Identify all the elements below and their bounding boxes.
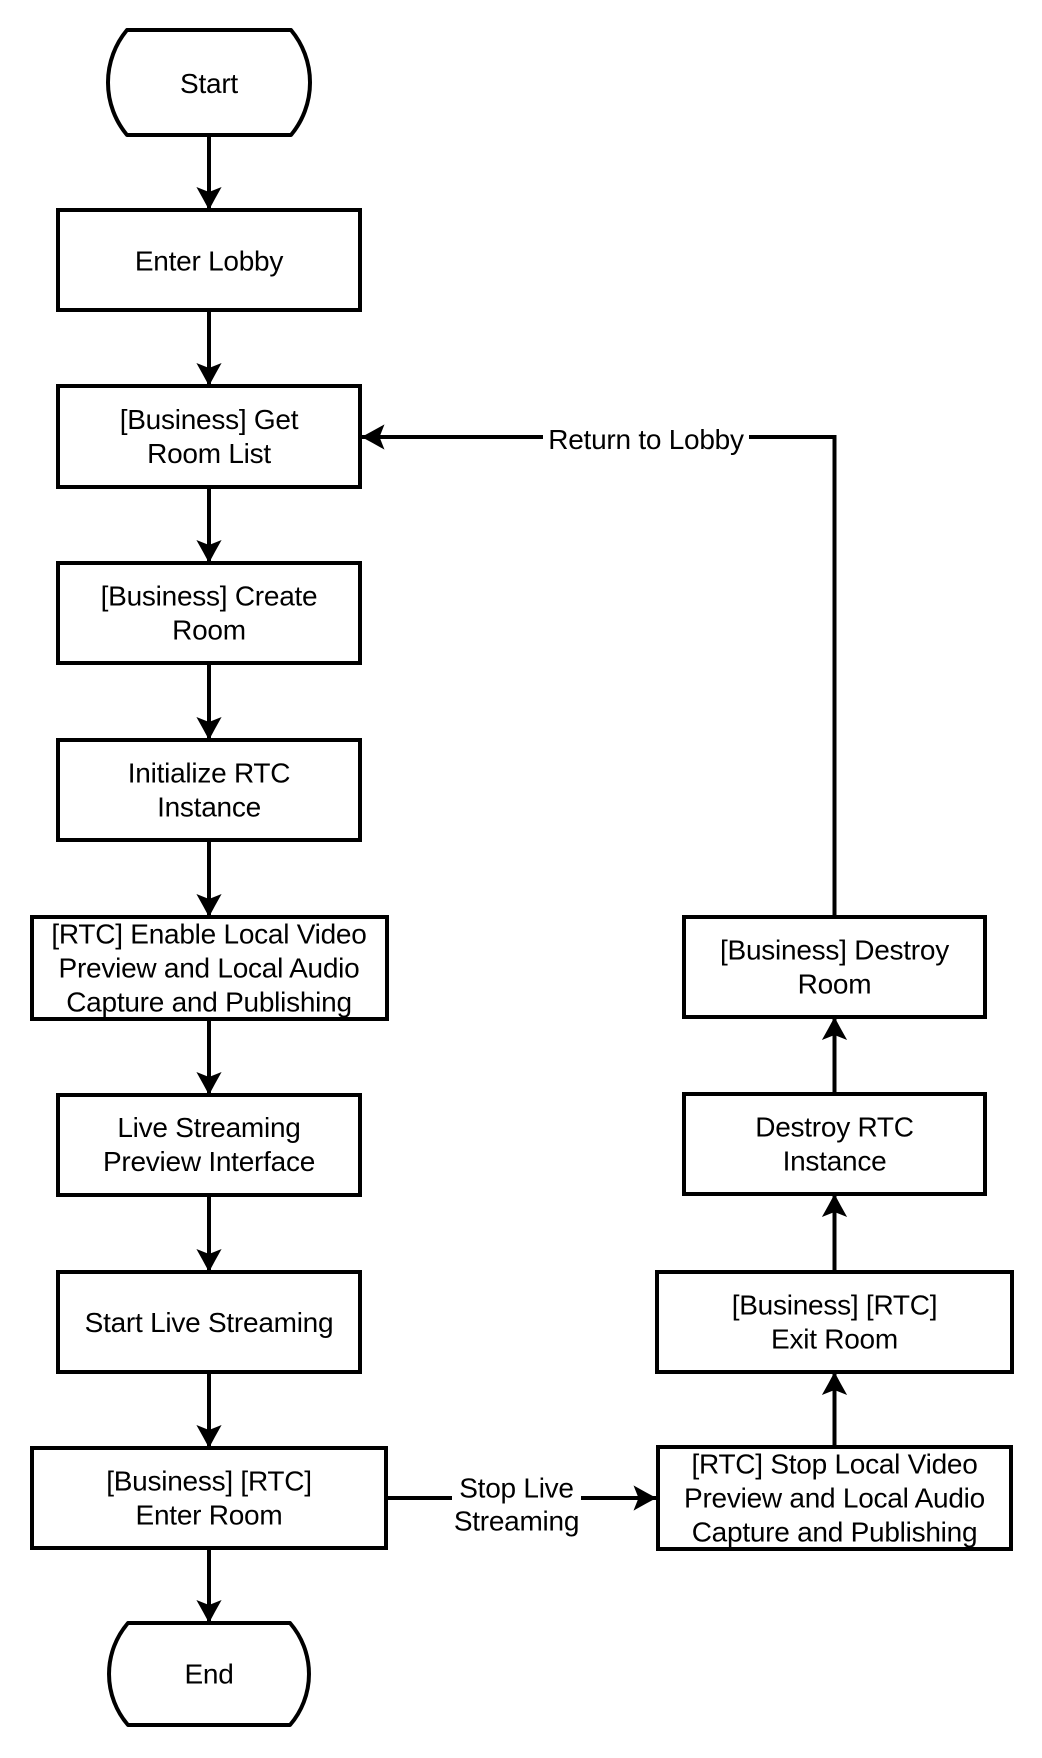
svg-text:Exit Room: Exit Room — [771, 1324, 898, 1355]
svg-text:Room List: Room List — [147, 438, 271, 469]
svg-text:[Business] Create: [Business] Create — [101, 581, 318, 612]
svg-text:Instance: Instance — [157, 792, 261, 823]
svg-text:[RTC] Enable Local Video: [RTC] Enable Local Video — [51, 919, 366, 950]
svg-text:Initialize RTC: Initialize RTC — [128, 758, 291, 789]
svg-text:[Business] [RTC]: [Business] [RTC] — [106, 1466, 312, 1497]
svg-text:Return to Lobby: Return to Lobby — [548, 424, 744, 455]
svg-text:Destroy RTC: Destroy RTC — [755, 1112, 914, 1143]
svg-text:Preview and Local Audio: Preview and Local Audio — [684, 1483, 985, 1514]
svg-text:Capture and Publishing: Capture and Publishing — [692, 1517, 978, 1548]
svg-text:Enter Room: Enter Room — [136, 1500, 283, 1531]
svg-text:[Business] Get: [Business] Get — [120, 404, 299, 435]
svg-text:Start: Start — [180, 68, 238, 99]
svg-text:Enter Lobby: Enter Lobby — [135, 246, 283, 277]
svg-text:Preview Interface: Preview Interface — [103, 1146, 315, 1177]
svg-text:End: End — [184, 1659, 233, 1690]
svg-text:Preview and Local Audio: Preview and Local Audio — [59, 953, 360, 984]
svg-text:Room: Room — [172, 615, 246, 646]
svg-text:[RTC] Stop Local Video: [RTC] Stop Local Video — [691, 1449, 977, 1480]
svg-text:Live Streaming: Live Streaming — [117, 1112, 300, 1143]
svg-text:[Business] Destroy: [Business] Destroy — [720, 935, 949, 966]
svg-text:Capture and Publishing: Capture and Publishing — [66, 987, 352, 1018]
svg-text:Start Live Streaming: Start Live Streaming — [85, 1307, 334, 1338]
svg-text:[Business] [RTC]: [Business] [RTC] — [732, 1290, 938, 1321]
svg-text:Stop Live: Stop Live — [459, 1473, 574, 1504]
svg-text:Instance: Instance — [783, 1146, 887, 1177]
svg-text:Streaming: Streaming — [454, 1506, 579, 1537]
svg-text:Room: Room — [798, 969, 872, 1000]
